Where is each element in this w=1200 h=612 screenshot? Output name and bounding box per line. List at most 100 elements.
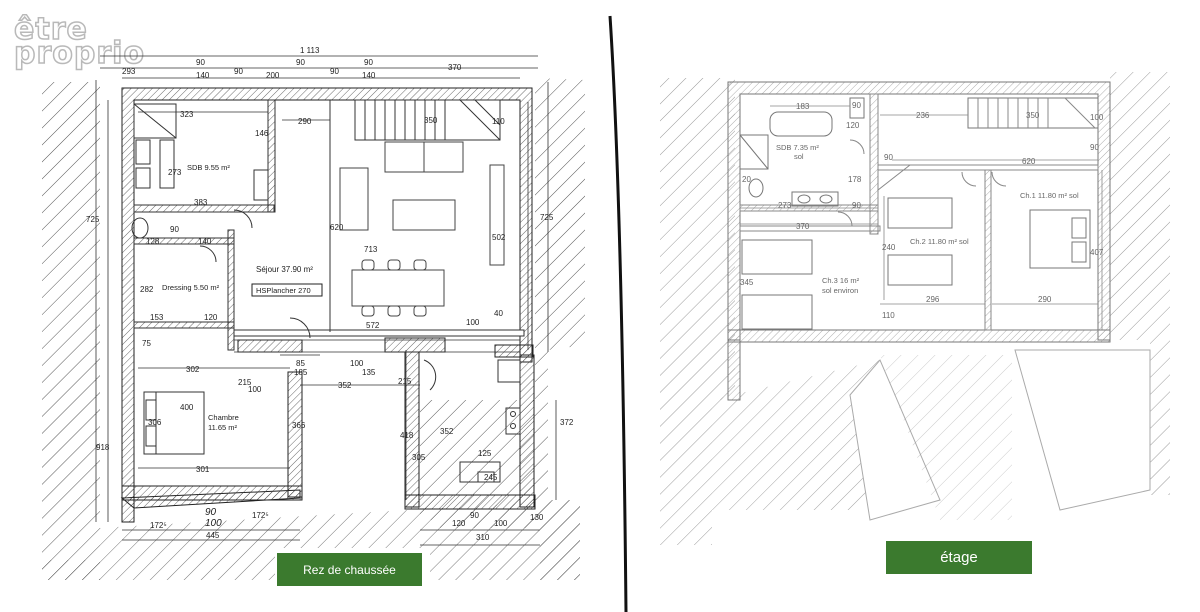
dim: 572 (366, 321, 380, 330)
dim: 90 (296, 58, 305, 67)
dim: 100 (494, 519, 508, 528)
dim: 185 (294, 368, 308, 377)
room-label-ch3-sol: sol environ (822, 286, 858, 295)
dim: 445 (206, 531, 220, 540)
dim: 352 (440, 427, 454, 436)
shower (739, 134, 769, 170)
dim: 130 (530, 513, 544, 522)
dim: 918 (96, 443, 110, 452)
dim: 172⁵ (252, 511, 269, 520)
ground-hatch-left (42, 82, 130, 580)
dim: 120 (452, 519, 466, 528)
dim: 282 (140, 285, 154, 294)
dim: 372 (560, 418, 574, 427)
dim: 90 (205, 507, 217, 518)
dim: 125 (478, 449, 492, 458)
dim: 350 (1026, 111, 1040, 120)
dim: 306 (148, 418, 162, 427)
dim: 345 (740, 278, 754, 287)
dim: 245 (484, 473, 498, 482)
dim: 215 (398, 377, 412, 386)
dim: 135 (362, 368, 376, 377)
room-label-chambre: Chambre (208, 413, 239, 422)
room-label-ch1: Ch.1 11.80 m² sol (1020, 191, 1079, 200)
dim: 110 (882, 311, 895, 320)
dim: 90 (1090, 143, 1099, 152)
dim: 140 (196, 71, 210, 80)
dim: 110 (492, 117, 505, 126)
room-label-ch3: Ch.3 16 m² (822, 276, 860, 285)
dim: 620 (1022, 157, 1036, 166)
dim: 418 (400, 431, 414, 440)
dim: 140 (198, 237, 212, 246)
dim: 240 (882, 243, 896, 252)
dim: 350 (424, 116, 438, 125)
bed-ch3-b (741, 294, 813, 330)
shower-tray (133, 103, 177, 139)
dim: 305 (412, 453, 426, 462)
room-label-ch2: Ch.2 11.80 m² sol (910, 237, 969, 246)
dim: 120 (846, 121, 860, 130)
dim: 310 (476, 533, 490, 542)
dim: 90 (170, 225, 179, 234)
armchair (339, 167, 369, 231)
dim: 90 (852, 101, 861, 110)
dim: 128 (146, 237, 160, 246)
upper-stairs (967, 97, 1099, 129)
dim: 90 (234, 67, 243, 76)
dim: 90 (196, 58, 205, 67)
dim: 407 (1090, 248, 1104, 257)
dim: 100 (248, 385, 262, 394)
dim: 146 (255, 129, 269, 138)
dim: 236 (916, 111, 930, 120)
dim: 713 (364, 245, 378, 254)
dim: 100 (1090, 113, 1104, 122)
dim: 90 (470, 511, 479, 520)
dim: 290 (1038, 295, 1052, 304)
dim: 620 (330, 223, 344, 232)
upper-dimension-lines (740, 105, 1103, 330)
upper-floor-caption: étage (886, 541, 1032, 574)
dim: 293 (122, 67, 136, 76)
dim: 366 (292, 421, 306, 430)
ground-stairs (354, 99, 501, 141)
ground-floor-caption: Rez de chaussée (277, 553, 422, 586)
room-label-hsp: HSPlancher 270 (256, 286, 311, 295)
dim: 725 (86, 215, 100, 224)
upper-hatch-right (1110, 72, 1170, 495)
dim: 100 (466, 318, 480, 327)
ground-hatch-right (42, 78, 585, 580)
dim: 90 (364, 58, 373, 67)
room-label-chambre-area: 11.65 m² (208, 423, 238, 432)
room-label-sdb2: SDB 7.35 m² (776, 143, 819, 152)
dim: 215 (238, 378, 252, 387)
bed-ch3-a (741, 239, 813, 275)
dim: 100 (205, 518, 222, 529)
dim: 40 (494, 309, 503, 318)
dim: 200 (266, 71, 280, 80)
brand-logo: être proprio (13, 12, 145, 70)
dim: 370 (448, 63, 462, 72)
dim: 75 (142, 339, 151, 348)
dim: 90 (852, 201, 861, 210)
upper-hatch-left (660, 78, 735, 545)
bed-ch2-b (887, 254, 953, 286)
toilet (131, 217, 149, 239)
bathtub (769, 111, 833, 137)
dim: 1 113 (300, 46, 320, 55)
dim: 273 (168, 168, 182, 177)
room-label-sdb: SDB 9.55 m² (187, 163, 230, 172)
dim: 140 (362, 71, 376, 80)
dim: 290 (298, 117, 312, 126)
dim: 302 (186, 365, 200, 374)
ground-floor-plan: SDB 9.55 m² Séjour 37.90 m² HSPlancher 2… (42, 46, 585, 588)
dim: 400 (180, 403, 194, 412)
bed-ch1 (1029, 209, 1091, 269)
logo-line-1: être (13, 12, 88, 47)
coffee-table (392, 199, 456, 231)
room-label-sdb2-sol: sol (794, 152, 804, 161)
dim: 90 (330, 67, 339, 76)
hsp-box (251, 283, 323, 297)
dim: 502 (492, 233, 506, 242)
